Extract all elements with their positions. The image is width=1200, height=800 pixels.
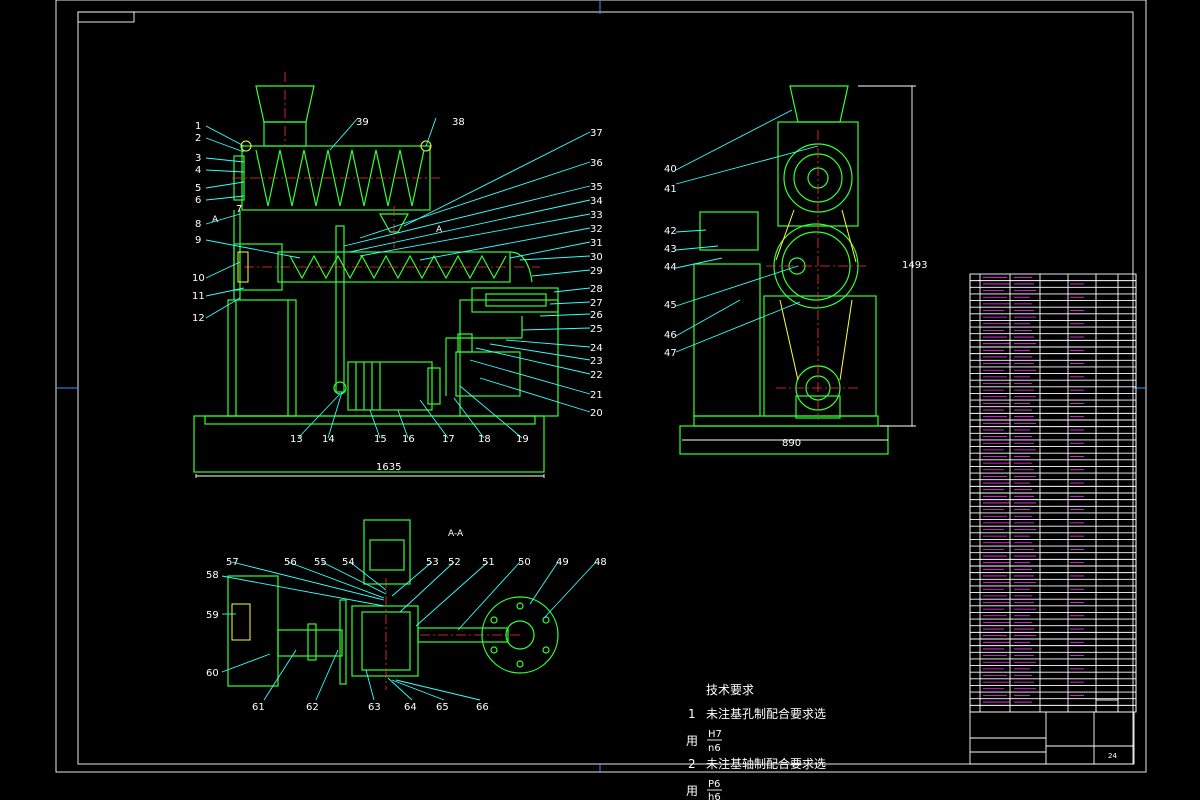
tech-req-item2-number: 2 xyxy=(688,757,696,771)
part-label-59: 59 xyxy=(206,610,219,621)
part-label-24: 24 xyxy=(590,343,603,354)
part-label-3: 3 xyxy=(195,153,201,164)
part-label-23: 23 xyxy=(590,356,603,367)
part-label-63: 63 xyxy=(368,702,381,713)
part-label-14: 14 xyxy=(322,434,335,445)
front-view-dimension xyxy=(195,474,545,478)
part-label-5: 5 xyxy=(195,183,201,194)
front-view-leaders xyxy=(205,117,591,439)
tech-req-item1-numerator: H7 xyxy=(708,729,722,740)
front-view xyxy=(193,72,559,473)
part-label-53: 53 xyxy=(426,557,439,568)
section-view xyxy=(227,519,559,690)
part-label-44: 44 xyxy=(664,262,677,273)
part-label-35: 35 xyxy=(590,182,603,193)
section-view-leaders xyxy=(221,561,597,701)
part-label-50: 50 xyxy=(518,557,531,568)
part-label-26: 26 xyxy=(590,310,603,321)
section-mark-right: A xyxy=(436,225,443,235)
part-label-21: 21 xyxy=(590,390,603,401)
tech-req-heading: 技术要求 xyxy=(706,683,754,697)
part-label-38: 38 xyxy=(452,117,465,128)
tech-req-item2-numerator: P6 xyxy=(708,779,720,790)
part-label-51: 51 xyxy=(482,557,495,568)
part-label-61: 61 xyxy=(252,702,265,713)
part-label-55: 55 xyxy=(314,557,327,568)
width-dimension-front: 1635 xyxy=(376,462,401,473)
part-label-12: 12 xyxy=(192,313,205,324)
part-label-22: 22 xyxy=(590,370,603,381)
technical-requirements: 技术要求 1 未注基孔制配合要求选 用 H7 n6 2 未注基轴制配合要求选 用… xyxy=(686,683,826,800)
sheet-number: 24 xyxy=(1108,752,1117,760)
part-label-11: 11 xyxy=(192,291,205,302)
part-label-7: 7 xyxy=(236,204,242,215)
part-label-33: 33 xyxy=(590,210,603,221)
sheet-frame xyxy=(55,0,1147,773)
part-label-39: 39 xyxy=(356,117,369,128)
part-label-31: 31 xyxy=(590,238,603,249)
part-label-1: 1 xyxy=(195,121,201,132)
part-label-20: 20 xyxy=(590,408,603,419)
part-label-47: 47 xyxy=(664,348,677,359)
part-label-4: 4 xyxy=(195,165,201,176)
part-label-41: 41 xyxy=(664,184,677,195)
part-label-49: 49 xyxy=(556,557,569,568)
part-label-48: 48 xyxy=(594,557,607,568)
tech-req-item2-tail: 用 xyxy=(686,784,698,798)
height-dimension-side: 1493 xyxy=(902,260,927,271)
section-view-labels: A-A 48 49 50 51 52 53 54 55 56 57 58 59 … xyxy=(206,529,607,713)
side-view-labels: 40 41 42 43 44 45 46 47 1493 890 xyxy=(664,164,927,449)
part-label-18: 18 xyxy=(478,434,491,445)
part-label-32: 32 xyxy=(590,224,603,235)
part-label-45: 45 xyxy=(664,300,677,311)
part-label-46: 46 xyxy=(664,330,677,341)
width-dimension-side: 890 xyxy=(782,438,801,449)
part-label-27: 27 xyxy=(590,298,603,309)
front-view-labels: 1 2 3 4 5 6 8 7 9 10 11 12 13 14 15 16 1… xyxy=(192,117,603,473)
part-label-60: 60 xyxy=(206,668,219,679)
side-view xyxy=(679,85,889,455)
part-label-8: 8 xyxy=(195,219,201,230)
side-view-leaders xyxy=(675,85,916,441)
section-title: A-A xyxy=(448,529,464,539)
part-label-6: 6 xyxy=(195,195,201,206)
part-label-34: 34 xyxy=(590,196,603,207)
part-label-25: 25 xyxy=(590,324,603,335)
tech-req-item1-number: 1 xyxy=(688,707,696,721)
part-label-10: 10 xyxy=(192,273,205,284)
part-label-40: 40 xyxy=(664,164,677,175)
part-label-66: 66 xyxy=(476,702,489,713)
tech-req-item2-text: 未注基轴制配合要求选 xyxy=(706,756,826,771)
part-label-29: 29 xyxy=(590,266,603,277)
part-label-52: 52 xyxy=(448,557,461,568)
part-label-42: 42 xyxy=(664,226,677,237)
part-label-54: 54 xyxy=(342,557,355,568)
part-label-58: 58 xyxy=(206,570,219,581)
part-label-2: 2 xyxy=(195,133,201,144)
part-label-43: 43 xyxy=(664,244,677,255)
part-label-57: 57 xyxy=(226,557,239,568)
tech-req-item1-denominator: n6 xyxy=(708,743,721,754)
part-label-16: 16 xyxy=(402,434,415,445)
part-label-64: 64 xyxy=(404,702,417,713)
part-label-65: 65 xyxy=(436,702,449,713)
part-label-30: 30 xyxy=(590,252,603,263)
part-label-15: 15 xyxy=(374,434,387,445)
section-mark-left: A xyxy=(212,215,219,225)
tech-req-item1-tail: 用 xyxy=(686,734,698,748)
part-label-9: 9 xyxy=(195,235,201,246)
part-label-13: 13 xyxy=(290,434,303,445)
tech-req-item1-text: 未注基孔制配合要求选 xyxy=(706,706,826,721)
part-label-37: 37 xyxy=(590,128,603,139)
part-label-19: 19 xyxy=(516,434,529,445)
part-label-17: 17 xyxy=(442,434,455,445)
part-label-56: 56 xyxy=(284,557,297,568)
parts-list-table xyxy=(969,273,1137,713)
part-label-62: 62 xyxy=(306,702,319,713)
title-block: 24 xyxy=(969,699,1135,765)
part-label-28: 28 xyxy=(590,284,603,295)
tech-req-item2-denominator: h6 xyxy=(708,792,721,800)
part-label-36: 36 xyxy=(590,158,603,169)
